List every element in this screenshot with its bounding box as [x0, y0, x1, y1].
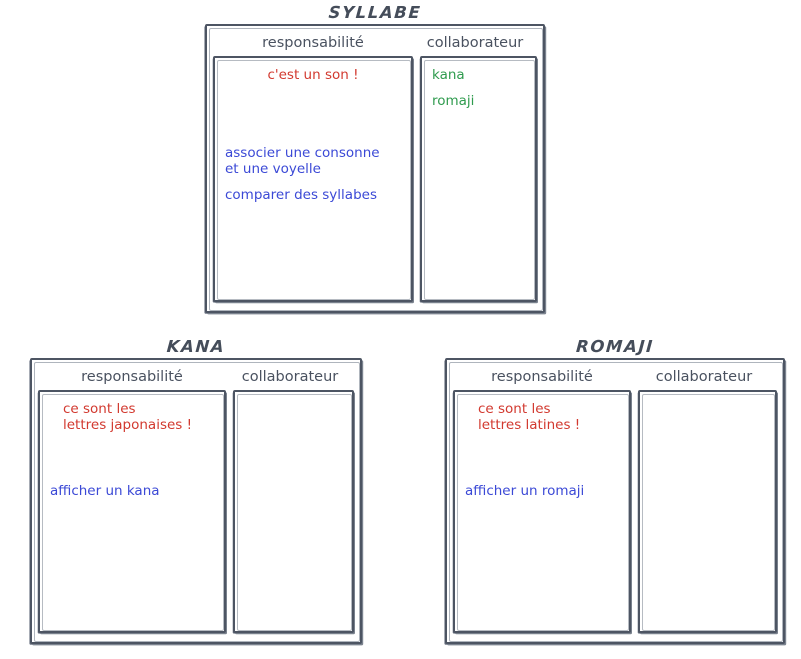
responsibility-item: comparer des syllabes: [225, 187, 377, 203]
column-header-collaborateur: collaborateur: [655, 368, 753, 385]
responsibility-item: associer une consonne et une voyelle: [225, 145, 380, 177]
collaborator-box: kana romaji: [420, 56, 537, 302]
column-header-responsabilite: responsabilité: [81, 368, 183, 385]
collaborator-box: [638, 390, 777, 633]
column-header-collaborateur: collaborateur: [241, 368, 339, 385]
collaborator-content: kana romaji: [422, 58, 535, 300]
card-column-headers: responsabilité collaborateur: [32, 360, 360, 390]
collaborator-item: romaji: [432, 93, 475, 109]
card-title-romaji: ROMAJI: [575, 337, 655, 356]
card-column-headers: responsabilité collaborateur: [447, 360, 783, 390]
responsibility-item: afficher un kana: [50, 483, 160, 499]
collaborator-box: [233, 390, 354, 633]
card-frame: responsabilité collaborateur ce sont les…: [30, 358, 362, 644]
responsibility-content: c'est un son ! associer une consonne et …: [215, 58, 411, 300]
column-header-collaborateur: collaborateur: [426, 34, 524, 51]
responsibility-item: afficher un romaji: [465, 483, 585, 499]
spacer: [465, 433, 619, 483]
responsibility-content: ce sont les lettres japonaises ! affiche…: [40, 392, 224, 631]
column-header-responsabilite: responsabilité: [262, 34, 364, 51]
responsibility-content: ce sont les lettres latines ! afficher u…: [455, 392, 629, 631]
card-columns: ce sont les lettres japonaises ! affiche…: [32, 390, 360, 639]
crc-card-romaji: ROMAJI responsabilité collaborateur ce s…: [445, 336, 785, 646]
responsibility-box: ce sont les lettres japonaises ! affiche…: [38, 390, 226, 633]
purpose-text: ce sont les lettres latines !: [478, 401, 581, 433]
card-column-headers: responsabilité collaborateur: [207, 26, 543, 56]
card-frame: responsabilité collaborateur c'est un so…: [205, 24, 545, 313]
column-header-responsabilite: responsabilité: [491, 368, 593, 385]
collaborator-content: [235, 392, 352, 631]
purpose-text: ce sont les lettres japonaises !: [63, 401, 193, 433]
spacer: [50, 433, 214, 483]
card-columns: c'est un son ! associer une consonne et …: [207, 56, 543, 308]
crc-card-kana: KANA responsabilité collaborateur ce son…: [30, 336, 362, 646]
spacer: [225, 83, 401, 145]
responsibility-box: ce sont les lettres latines ! afficher u…: [453, 390, 631, 633]
collaborator-item: kana: [432, 67, 465, 83]
card-title-syllabe: SYLLABE: [328, 3, 423, 22]
card-frame: responsabilité collaborateur ce sont les…: [445, 358, 785, 644]
card-columns: ce sont les lettres latines ! afficher u…: [447, 390, 783, 639]
spacer: [225, 177, 401, 187]
card-title-kana: KANA: [166, 337, 226, 356]
spacer: [432, 83, 525, 93]
collaborator-content: [640, 392, 775, 631]
crc-card-syllabe: SYLLABE responsabilité collaborateur c'e…: [205, 2, 545, 315]
purpose-text: c'est un son !: [267, 67, 359, 83]
responsibility-box: c'est un son ! associer une consonne et …: [213, 56, 413, 302]
